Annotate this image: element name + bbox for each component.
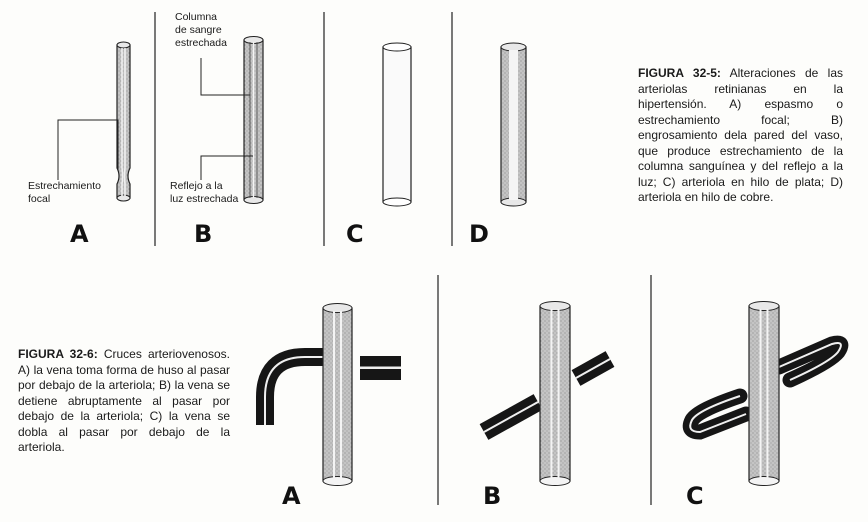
label-narrow-column-line3: estrechada [175, 37, 227, 49]
arteriole-focal-narrowing [116, 41, 131, 202]
arteriole-silver-wire [382, 42, 412, 207]
caption-32-5-lead: FIGURA 32-5: [638, 66, 721, 80]
vein-crossing-a [256, 348, 401, 425]
label-narrow-reflex-line1: Reflejo a la [170, 180, 223, 192]
label-focal-narrowing-line1: Estrechamiento [28, 180, 101, 192]
leader-narrow-reflex [200, 155, 253, 180]
caption-figure-32-6: FIGURA 32-6: Cruces arteriovenosos. A) l… [18, 347, 230, 456]
arteriole-crossing-a [322, 303, 353, 486]
label-narrow-column: Columna de sangre estrechada [175, 11, 227, 50]
label-focal-narrowing: Estrechamiento focal [28, 180, 101, 206]
panel-letter-6a: A [282, 482, 302, 510]
label-narrow-reflex-line2: luz estrechada [170, 193, 239, 205]
arteriole-crossing-b [539, 301, 571, 486]
label-narrow-column-line2: de sangre [175, 24, 222, 36]
vein-crossing-c [682, 335, 849, 440]
caption-32-6-text: Cruces arteriovenosos. A) la vena toma f… [18, 347, 230, 454]
leader-focal-narrowing [57, 119, 119, 180]
caption-figure-32-5: FIGURA 32-5: Alteraciones de las arterio… [638, 66, 843, 206]
label-narrow-reflex: Reflejo a la luz estrechada [170, 180, 238, 206]
panel-letter-5c: C [346, 220, 365, 248]
panel-letter-5a: A [70, 220, 90, 248]
arteriole-copper-wire [500, 42, 527, 207]
label-narrow-column-line1: Columna [175, 11, 218, 23]
label-focal-narrowing-line2: focal [28, 193, 51, 205]
panel-letter-5b: B [194, 220, 214, 248]
leader-narrow-column [200, 58, 250, 96]
arteriole-thickened-wall [243, 36, 264, 204]
vein-crossing-b [479, 351, 615, 440]
panel-letter-6c: C [686, 482, 705, 510]
panel-letter-6b: B [483, 482, 503, 510]
panel-letter-5d: D [469, 220, 490, 248]
caption-32-6-lead: FIGURA 32-6: [18, 347, 98, 361]
arteriole-crossing-c [748, 301, 780, 486]
caption-32-5-text: Alteraciones de las arteriolas retiniana… [638, 66, 843, 204]
